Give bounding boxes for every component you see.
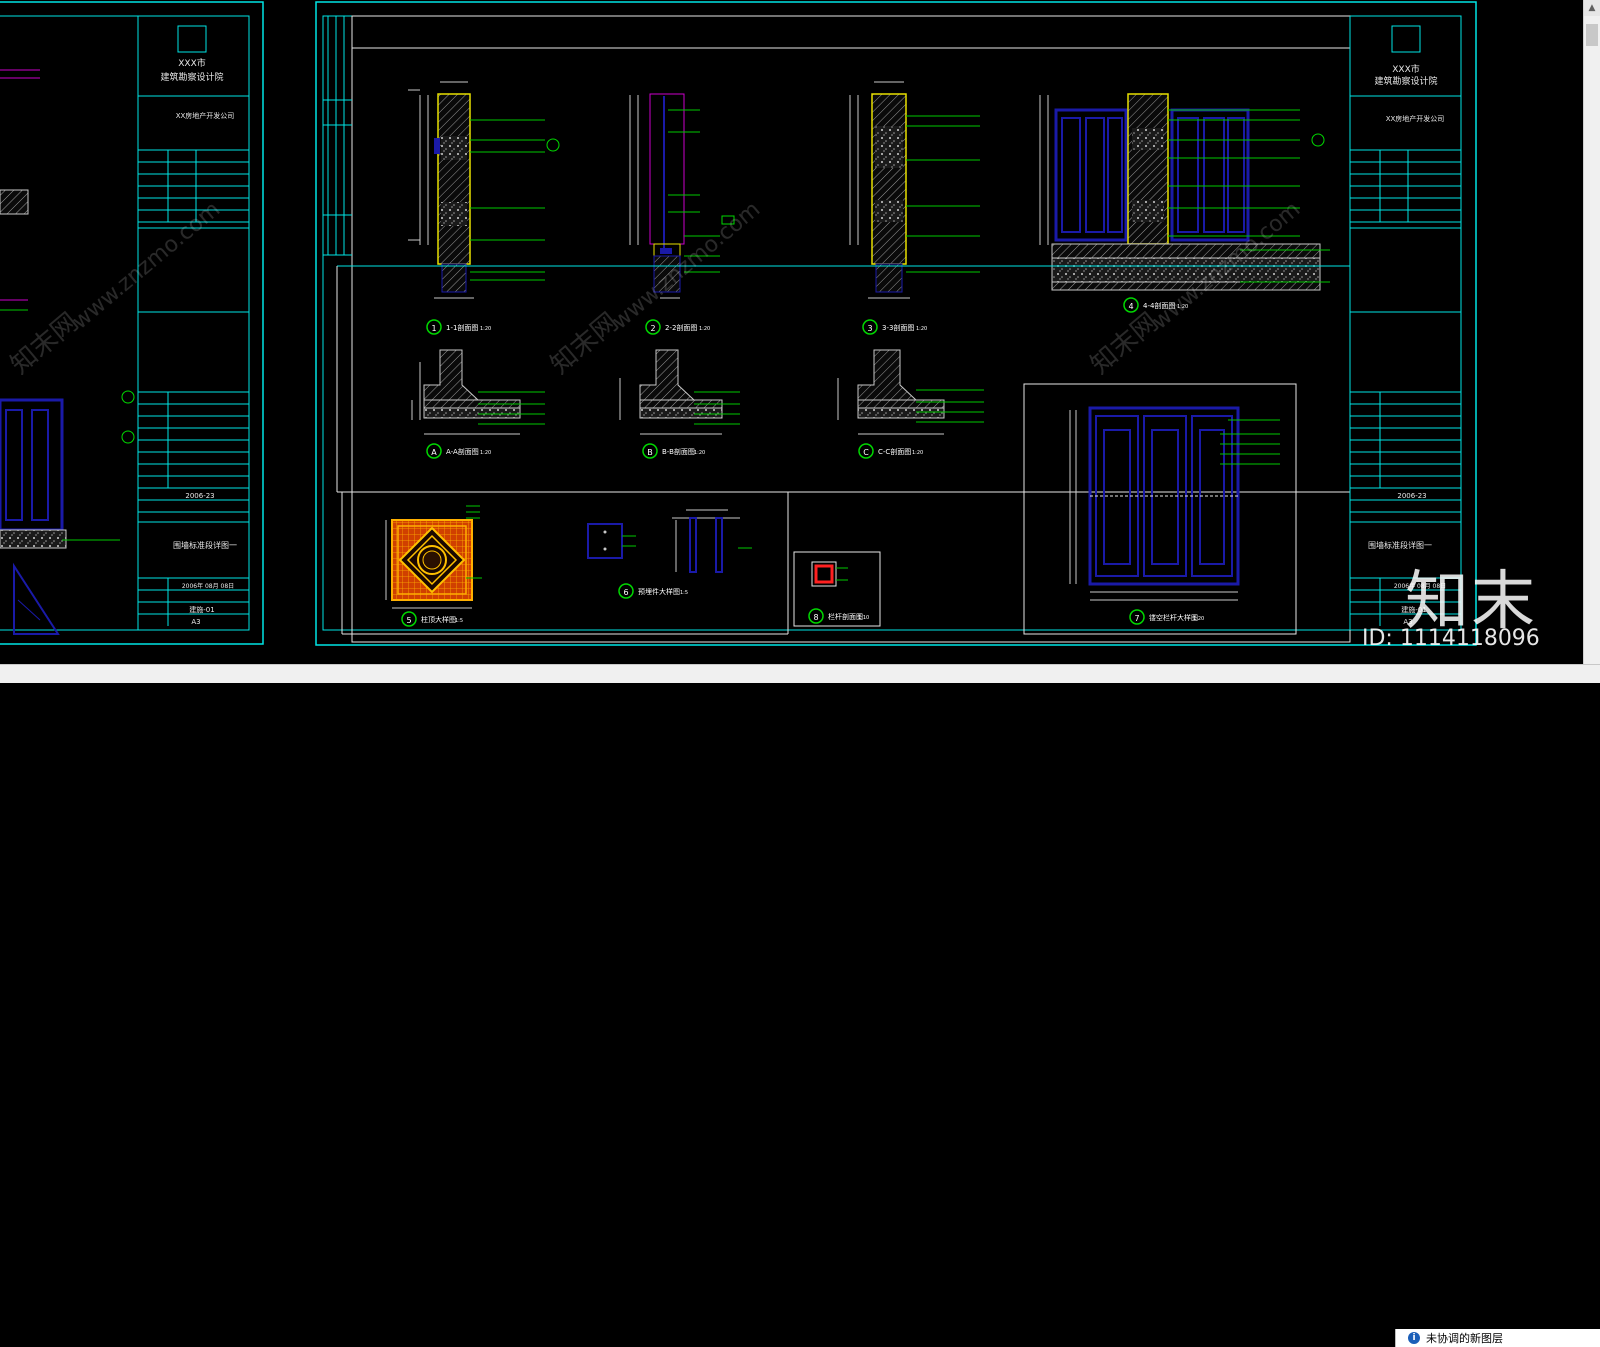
detail-C-footing: C C-C剖面图 1:20 [837, 349, 984, 459]
main-sheet-outer-frame [315, 1, 1477, 646]
detail-5-column-cap: 5 柱顶大样图 1:5 [385, 505, 482, 627]
left-tb-client: XX房地产开发公司 [176, 111, 235, 120]
detail-A-footing: A A-A剖面图 1:20 [411, 349, 545, 459]
detail-B-scale: 1:20 [694, 450, 705, 456]
detail-C-title: C-C剖面图 [878, 447, 911, 456]
detail-A-title: A-A剖面图 [446, 447, 479, 456]
scroll-up-arrow-icon[interactable]: ▲ [1584, 0, 1600, 16]
detail-1-section: 1 1-1剖面图 1:20 [408, 81, 560, 335]
scrollbar-thumb[interactable] [1586, 24, 1598, 46]
binding-strip [323, 16, 352, 256]
left-sheet-inner-frame [0, 15, 250, 631]
main-tb-client: XX房地产开发公司 [1386, 114, 1445, 123]
detail-B-footing: B B-B剖面图 1:20 [619, 349, 740, 459]
main-title-block: XXX市 建筑勘察设计院 XX房地产开发公司 [1349, 16, 1461, 630]
detail-8-railing-section: 8 栏杆剖面图 1:10 [793, 551, 881, 627]
main-tb-drawing-no: 2006-23 [1397, 492, 1426, 500]
main-tb-institute-2: 建筑勘察设计院 [1374, 75, 1437, 87]
detail-5-scale: 1:5 [455, 618, 463, 624]
detail-4-scale: 1:20 [1177, 304, 1188, 310]
detail-1-number: 1 [431, 324, 436, 333]
detail-1-title: 1-1剖面图 [446, 323, 478, 332]
detail-4-number: 4 [1128, 302, 1133, 311]
detail-8-title: 栏杆剖面图 [828, 612, 863, 621]
detail-6-scale: 1:5 [680, 590, 688, 596]
left-tb-sheet-code: 建施-01 [189, 605, 214, 614]
detail-4-title: 4-4剖面图 [1143, 301, 1175, 310]
layer-notification-balloon[interactable]: i 未协调的新图层 [1395, 1329, 1600, 1347]
left-tb-drawing-no: 2006-23 [185, 492, 214, 500]
detail-7-lattice-railing: 7 镂空栏杆大样图 1:20 [1069, 406, 1280, 625]
left-tb-date: 2006年 08月 08日 [182, 582, 234, 590]
detail-3-scale: 1:20 [916, 326, 927, 332]
left-title-block: XXX市 建筑勘察设计院 XX房地产开发公司 [138, 25, 249, 626]
detail-5-title: 柱顶大样图 [421, 615, 456, 624]
detail-2-section: 2 2-2剖面图 1:20 [610, 93, 735, 335]
left-tb-paper-size: A3 [191, 618, 200, 626]
left-sheet: XXX市 建筑勘察设计院 XX房地产开发公司 [0, 1, 264, 645]
notification-text: 未协调的新图层 [1426, 1332, 1503, 1345]
detail-7-title: 镂空栏杆大样图 [1149, 613, 1198, 622]
detail-A-scale: 1:20 [480, 450, 491, 456]
detail-C-letter: C [863, 448, 869, 457]
detail-B-letter: B [647, 448, 653, 457]
status-bar: i 未协调的新图层 [0, 664, 1600, 1347]
left-tb-institute-2: 建筑勘察设计院 [160, 71, 223, 83]
main-tb-date: 2006年 08月 08日 [1394, 582, 1446, 590]
detail-5-number: 5 [406, 616, 411, 625]
detail-7-scale: 1:20 [1193, 616, 1204, 622]
info-icon: i [1408, 1332, 1420, 1344]
detail-B-title: B-B剖面图 [662, 447, 695, 456]
detail-4-section: 4 4-4剖面图 1:20 [1030, 93, 1350, 313]
detail-2-title: 2-2剖面图 [665, 323, 697, 332]
detail-6-number: 6 [623, 588, 628, 597]
left-sheet-partial-details [0, 69, 135, 635]
detail-2-number: 2 [650, 324, 655, 333]
main-tb-institute-1: XXX市 [1392, 63, 1420, 75]
detail-1-scale: 1:20 [480, 326, 491, 332]
detail-8-scale: 1:10 [858, 615, 869, 621]
left-sheet-outer-frame [0, 1, 264, 645]
brand-logo-text: 知末 [1405, 565, 1537, 639]
cad-drawing-canvas[interactable]: XXX市 建筑勘察设计院 XX房地产开发公司 [0, 0, 1584, 664]
detail-4-railing-left [1054, 108, 1128, 242]
watermark-site-1: www.znzmo.com [68, 197, 225, 335]
vertical-scrollbar[interactable]: ▲ [1583, 0, 1600, 664]
detail-A-letter: A [431, 448, 437, 457]
detail-3-number: 3 [867, 324, 872, 333]
detail-7-number: 7 [1134, 614, 1139, 623]
detail-3-section: 3 3-3剖面图 1:20 [830, 81, 980, 335]
detail-C-scale: 1:20 [912, 450, 923, 456]
detail-8-number: 8 [813, 613, 818, 622]
left-tb-institute-1: XXX市 [178, 57, 206, 69]
main-tb-paper-size: A3 [1403, 618, 1412, 626]
detail-4-railing-right [1170, 108, 1250, 242]
image-id-label: ID: 1114118096 [1362, 626, 1540, 651]
detail-2-scale: 1:20 [699, 326, 710, 332]
main-sheet: 1 1-1剖面图 1:20 2 2-2剖面图 1:20 [315, 1, 1477, 646]
detail-3-title: 3-3剖面图 [882, 323, 914, 332]
main-tb-sheet-code: 建施-01 [1401, 605, 1426, 614]
detail-6-embedded-part: 6 预埋件大样图 1:5 [587, 509, 752, 599]
detail-6-title: 预埋件大样图 [638, 587, 680, 596]
left-tb-drawing-name: 围墙标准段详图一 [173, 540, 237, 550]
main-tb-drawing-name: 围墙标准段详图一 [1368, 540, 1432, 550]
